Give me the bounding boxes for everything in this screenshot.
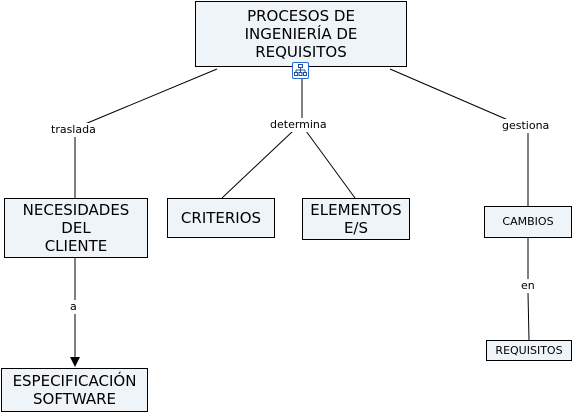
edge-root-traslada: [84, 68, 218, 125]
link-label-traslada: traslada: [49, 123, 98, 137]
link-label-determina: determina: [268, 118, 329, 132]
node-label: ELEMENTOS E/S: [310, 201, 402, 237]
node-label: PROCESOS DE INGENIERÍA DE REQUISITOS: [244, 7, 358, 61]
node-label: CRITERIOS: [180, 209, 262, 227]
edge-en-requisitos: [527, 292, 530, 341]
link-label-en: en: [519, 279, 537, 293]
edge-root-gestiona: [389, 68, 509, 121]
node-label: REQUISITOS: [495, 343, 563, 357]
edge-determina-criterios: [221, 130, 294, 199]
node-label: NECESIDADES DEL CLIENTE: [22, 201, 130, 255]
link-label-gestiona: gestiona: [500, 119, 552, 133]
edge-determina-elementos: [305, 130, 356, 199]
node-cambios[interactable]: CAMBIOS: [484, 206, 572, 238]
node-criterios[interactable]: CRITERIOS: [167, 198, 275, 238]
node-label: ESPECIFICACIÓN SOFTWARE: [12, 372, 137, 408]
node-procesos-ingenieria-requisitos[interactable]: PROCESOS DE INGENIERÍA DE REQUISITOS: [195, 1, 407, 67]
link-label-a: a: [68, 300, 79, 314]
hierarchy-icon[interactable]: [292, 62, 309, 79]
node-label: CAMBIOS: [502, 215, 554, 229]
node-elementos-es[interactable]: ELEMENTOS E/S: [302, 198, 410, 240]
node-necesidades-cliente[interactable]: NECESIDADES DEL CLIENTE: [4, 198, 148, 258]
node-especificacion-software[interactable]: ESPECIFICACIÓN SOFTWARE: [1, 368, 148, 412]
node-requisitos[interactable]: REQUISITOS: [486, 340, 572, 361]
